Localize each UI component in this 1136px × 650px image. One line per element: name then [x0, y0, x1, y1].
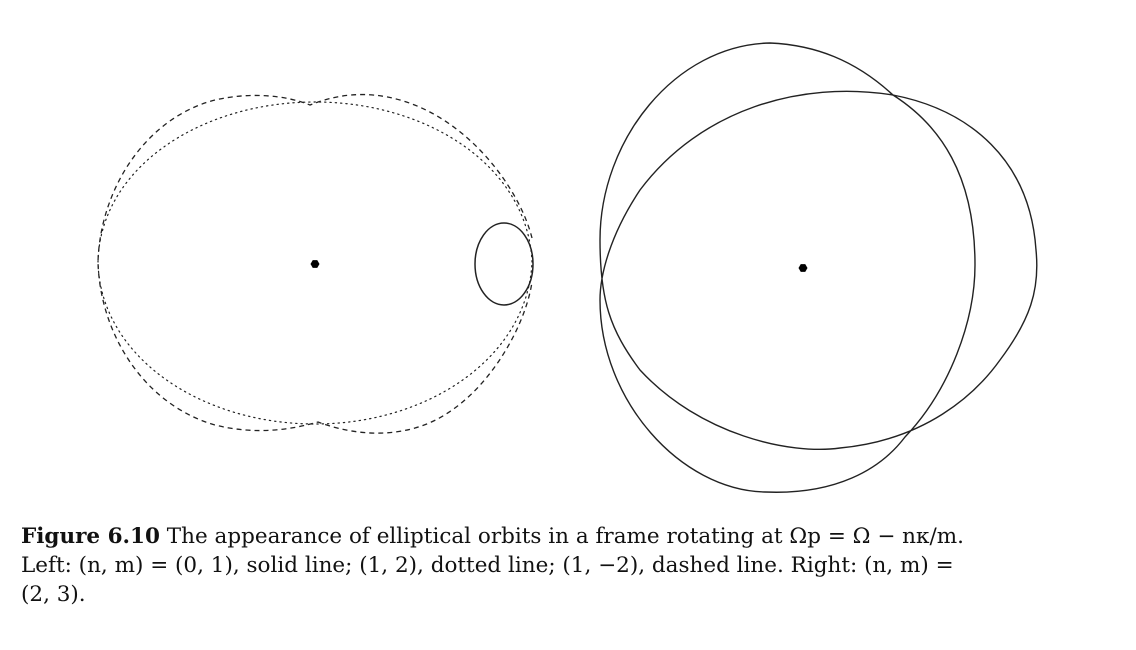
left-center-point [310, 260, 320, 268]
caption-line-1: The appearance of elliptical orbits in a… [159, 524, 964, 549]
orbit-dotted-1-2 [97, 101, 533, 425]
left-panel [97, 93, 534, 434]
figure-label: Figure 6.10 [21, 524, 160, 549]
caption-line-2: Left: (n, m) = (0, 1), solid line; (1, 2… [21, 553, 954, 578]
right-center-point [798, 264, 808, 272]
orbit-dashed-1-neg2 [97, 93, 533, 434]
orbit-figure [97, 42, 1038, 493]
right-panel [599, 42, 1038, 493]
figure-caption: Figure 6.10 The appearance of elliptical… [21, 522, 1113, 609]
caption-line-3: (2, 3). [21, 582, 86, 607]
orbit-solid-0-1 [474, 222, 534, 306]
orbit-solid-2-3 [599, 42, 1038, 493]
